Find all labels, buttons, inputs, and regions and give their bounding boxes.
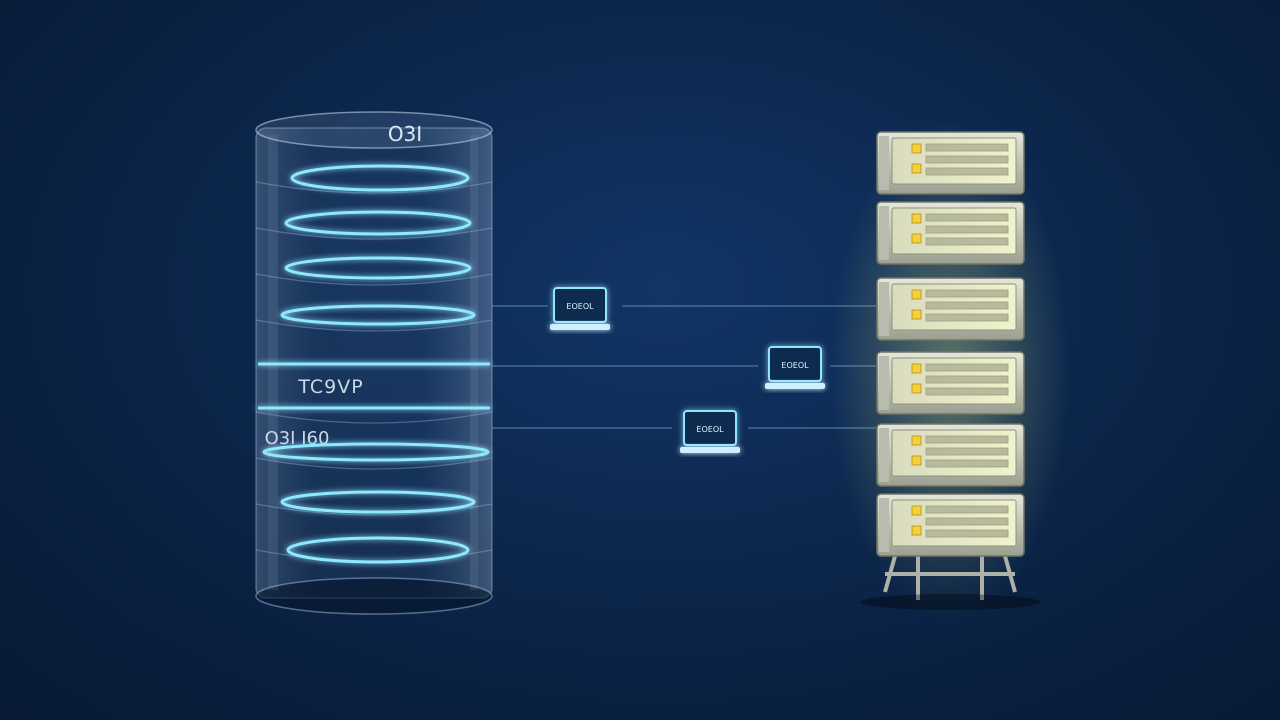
server-unit <box>876 201 1025 265</box>
server-unit <box>876 277 1025 341</box>
server-led-icon <box>911 505 922 516</box>
server-led-icon <box>911 309 922 320</box>
server-led-icon <box>911 163 922 174</box>
laptop-icon: EOEOL <box>765 346 825 389</box>
database-cylinder-icon: O3I TC9VP O3I I60 <box>255 111 493 615</box>
laptop-screen-text: EOEOL <box>781 361 809 370</box>
server-led-icon <box>911 455 922 466</box>
laptop-screen-text: EOEOL <box>566 302 594 311</box>
server-units <box>876 131 1025 557</box>
server-led-icon <box>911 383 922 394</box>
cylinder-low-label: O3I I60 <box>265 428 330 449</box>
laptop-icon: EOEOL <box>550 287 610 330</box>
cylinder-mid-label: TC9VP <box>297 376 363 398</box>
server-led-icon <box>911 143 922 154</box>
server-led-icon <box>911 435 922 446</box>
server-unit <box>876 131 1025 195</box>
glow-rings <box>258 164 490 564</box>
server-led-icon <box>911 363 922 374</box>
laptop-icon: EOEOL <box>680 410 740 453</box>
rack-stand <box>883 555 1017 600</box>
cylinder-top-label: O3I <box>388 122 422 146</box>
laptop-screen-text: EOEOL <box>696 425 724 434</box>
server-led-icon <box>911 233 922 244</box>
server-unit <box>876 493 1025 557</box>
server-unit <box>876 423 1025 487</box>
server-led-icon <box>911 289 922 300</box>
server-led-icon <box>911 525 922 536</box>
server-led-icon <box>911 213 922 224</box>
server-unit <box>876 351 1025 415</box>
